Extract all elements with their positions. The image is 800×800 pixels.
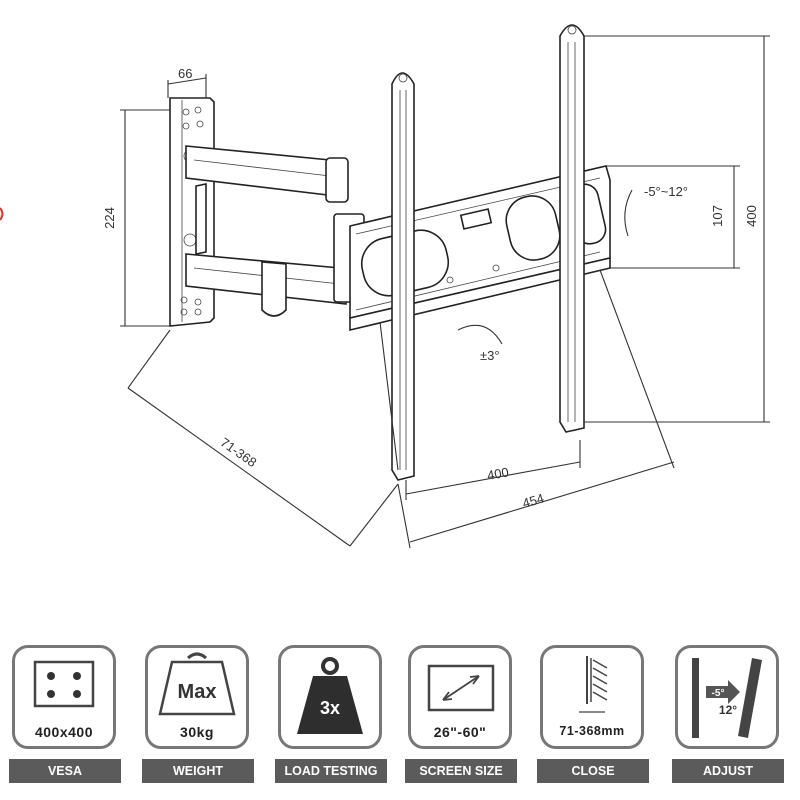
adjust-icon-text-top: -5°: [712, 688, 725, 699]
feature-row: 400x400 VESA Max 30kg WEIGHT 3x LOAD TES…: [0, 645, 800, 795]
dim-vesa-width: 400: [486, 464, 510, 483]
dim-arm-width: 66: [178, 66, 192, 81]
weight-icon: Max: [158, 652, 236, 716]
feature-screen-size-label: SCREEN SIZE: [405, 759, 517, 783]
dim-rail-height: 400: [744, 205, 759, 227]
edge-mark: [0, 207, 4, 221]
feature-vesa-value: 400x400: [34, 724, 93, 740]
feature-weight: Max 30kg WEIGHT: [142, 645, 255, 785]
feature-close: 71-368mm CLOSE: [537, 645, 650, 785]
feature-vesa-label: VESA: [9, 759, 121, 783]
dim-rail-gap-height: 107: [710, 205, 725, 227]
vesa-pattern-icon: [33, 660, 95, 708]
dim-overall-width: 454: [521, 490, 546, 510]
wall-distance-icon: [579, 656, 608, 713]
dim-extension: 71-368: [218, 435, 260, 471]
feature-adjust: -5° 12° ADJUST: [672, 645, 785, 785]
feature-weight-value: 30kg: [180, 724, 214, 740]
tilt-adjust-icon: -5° 12°: [692, 658, 762, 738]
mount-technical-drawing: 66 224 71-368 -5°~12° 107 400 ±3° 400 45…: [0, 24, 770, 549]
feature-load-testing-label: LOAD TESTING: [275, 759, 387, 783]
feature-vesa: 400x400 VESA: [9, 645, 122, 785]
feature-screen-size: 26"-60" SCREEN SIZE: [405, 645, 518, 785]
dim-swivel: ±3°: [480, 348, 500, 363]
vertical-rails: [391, 24, 585, 481]
wall-plate: [169, 97, 215, 327]
load-icon-text: 3x: [320, 698, 340, 718]
feature-load-testing: 3x LOAD TESTING: [275, 645, 388, 785]
feature-adjust-label: ADJUST: [672, 759, 784, 783]
feature-close-label: CLOSE: [537, 759, 649, 783]
load-weight-icon: 3x: [297, 657, 363, 734]
weight-icon-text: Max: [178, 681, 217, 703]
screen-diagonal-icon: [427, 664, 495, 712]
adjust-icon-text-bottom: 12°: [719, 703, 737, 717]
dim-tilt: -5°~12°: [644, 184, 688, 199]
dim-plate-height: 224: [102, 207, 117, 229]
feature-screen-size-value: 26"-60": [433, 724, 487, 740]
feature-weight-label: WEIGHT: [142, 759, 254, 783]
feature-close-value: 71-368mm: [559, 724, 625, 738]
dimension-lines: [120, 35, 770, 549]
